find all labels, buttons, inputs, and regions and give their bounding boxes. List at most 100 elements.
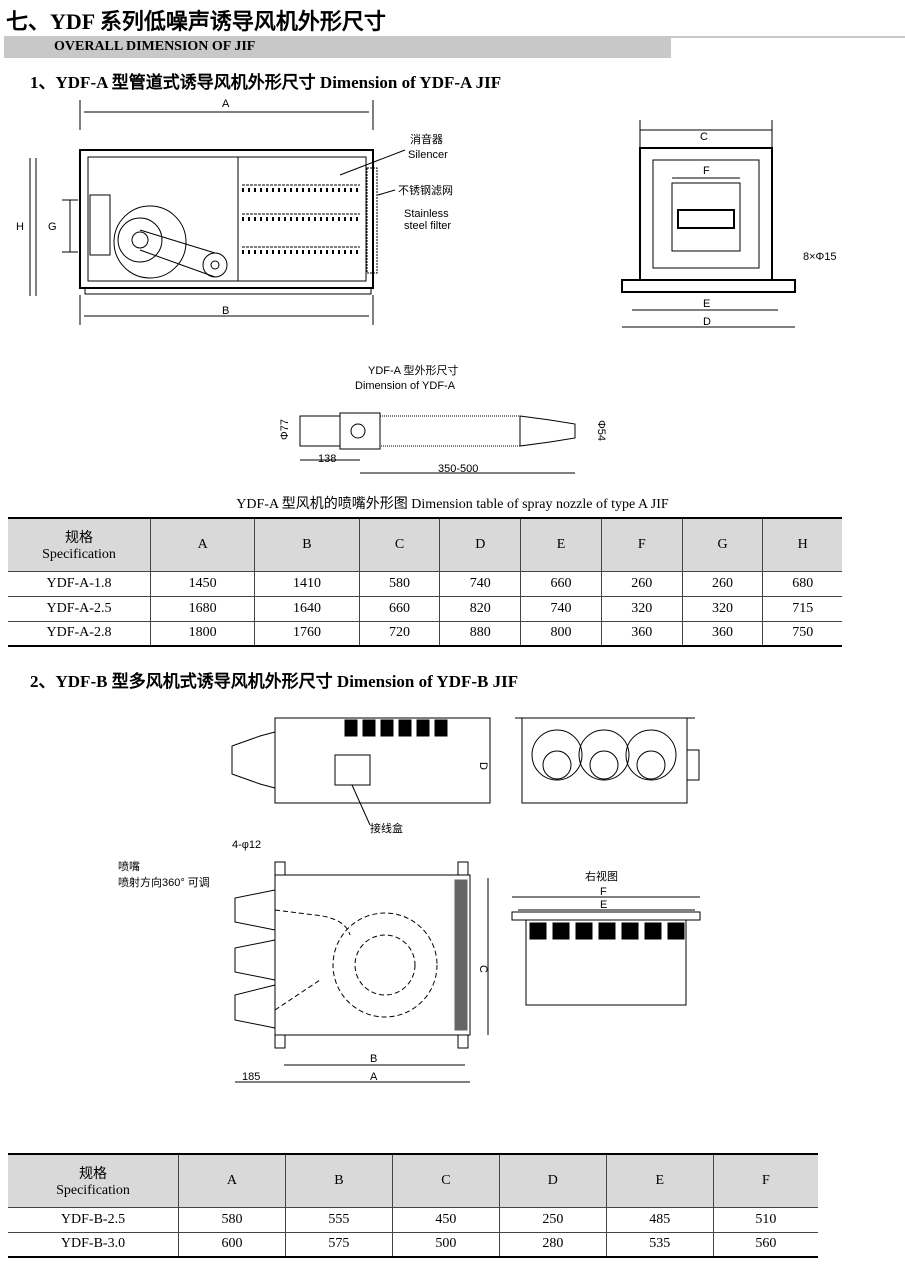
value-cell: 555: [284, 1207, 393, 1233]
holes-label-b: 4-φ12: [232, 839, 261, 851]
value-cell: 720: [358, 621, 441, 647]
dim-a: A: [222, 98, 230, 110]
dim-phi54: Φ54: [595, 420, 607, 441]
filter-label-en1: Stainless: [404, 208, 449, 220]
col-header: F: [712, 1154, 818, 1208]
value-cell: 715: [762, 596, 842, 622]
col-header: B: [254, 518, 360, 572]
col-header: C: [391, 1154, 500, 1208]
subtitle-bar: OVERALL DIMENSION OF JIF: [4, 36, 671, 58]
col-header: C: [358, 518, 441, 572]
filter-label-cn: 不锈钢滤网: [398, 184, 453, 197]
dim-g: G: [48, 221, 57, 233]
col-header: A: [149, 518, 256, 572]
nozzle-title-en: Dimension of YDF-A: [355, 380, 456, 392]
junction-box-label: 接线盒: [370, 821, 403, 835]
value-cell: 510: [712, 1207, 818, 1233]
spec-cell: YDF-A-2.5: [8, 596, 151, 622]
col-header: F: [600, 518, 683, 572]
value-cell: 580: [178, 1207, 286, 1233]
filter-label-en2: steel filter: [404, 220, 451, 232]
col-header: E: [520, 518, 602, 572]
b-dim-b: B: [370, 1053, 377, 1065]
value-cell: 1410: [254, 571, 360, 597]
silencer-label-cn: 消音器: [410, 132, 443, 146]
col-header: B: [284, 1154, 393, 1208]
spec-cell: YDF-B-2.5: [8, 1207, 179, 1233]
b-dim-f: F: [600, 886, 607, 898]
dim-138: 138: [318, 453, 336, 465]
ydf-b-drawing: D 接线盒 4-φ12 喷嘴 喷射方向360° 可调 C B A 185 右视图…: [118, 717, 701, 1083]
b-dim-a: A: [370, 1071, 378, 1083]
value-cell: 580: [358, 571, 441, 597]
dim-f: F: [703, 165, 710, 177]
divider: [671, 36, 905, 38]
ydf-a-drawing: A H G B 消音器 Silencer 不锈钢滤网 Stainless ste…: [16, 98, 837, 475]
direction-label: 喷射方向360° 可调: [118, 875, 210, 889]
spec-en: Specification: [42, 546, 116, 562]
dim-c: C: [700, 131, 708, 143]
dim-d: D: [703, 316, 711, 328]
value-cell: 740: [520, 596, 602, 622]
col-header: E: [605, 1154, 714, 1208]
value-cell: 750: [762, 621, 842, 647]
b-dim-e: E: [600, 899, 607, 911]
col-header: H: [762, 518, 842, 572]
dim-phi77: Φ77: [279, 419, 291, 440]
nozzle-caption: YDF-A 型风机的喷嘴外形图 Dimension table of spray…: [236, 497, 669, 512]
value-cell: 660: [358, 596, 441, 622]
col-header: A: [178, 1154, 286, 1208]
value-cell: 535: [605, 1232, 714, 1258]
spec-cn: 规格: [79, 1166, 107, 1182]
nozzle-label: 喷嘴: [118, 860, 140, 873]
spec-cn: 规格: [65, 530, 93, 546]
value-cell: 360: [681, 621, 764, 647]
value-cell: 280: [498, 1232, 607, 1258]
subtitle: OVERALL DIMENSION OF JIF: [54, 39, 256, 54]
col-header: G: [681, 518, 764, 572]
value-cell: 500: [391, 1232, 500, 1258]
section1-heading: 1、YDF-A 型管道式诱导风机外形尺寸 Dimension of YDF-A …: [30, 73, 502, 92]
dim-b: B: [222, 305, 229, 317]
value-cell: 1450: [149, 571, 256, 597]
value-cell: 680: [762, 571, 842, 597]
dim-h: H: [16, 221, 24, 233]
spec-cell: YDF-A-2.8: [8, 621, 151, 647]
col-header: D: [439, 518, 522, 572]
value-cell: 360: [600, 621, 683, 647]
right-view-label: 右视图: [585, 869, 618, 883]
value-cell: 560: [712, 1232, 818, 1258]
value-cell: 450: [391, 1207, 500, 1233]
value-cell: 880: [439, 621, 522, 647]
spec-cell: YDF-A-1.8: [8, 571, 151, 597]
spec-en: Specification: [56, 1182, 130, 1198]
col-header: D: [498, 1154, 607, 1208]
silencer-label-en: Silencer: [408, 149, 448, 161]
value-cell: 740: [439, 571, 522, 597]
b-dim-d: D: [477, 762, 489, 770]
nozzle-title-cn: YDF-A 型外形尺寸: [368, 363, 458, 377]
value-cell: 660: [520, 571, 602, 597]
value-cell: 485: [605, 1207, 714, 1233]
value-cell: 820: [439, 596, 522, 622]
value-cell: 1760: [254, 621, 360, 647]
value-cell: 320: [600, 596, 683, 622]
spec-cell: YDF-B-3.0: [8, 1232, 179, 1258]
value-cell: 260: [600, 571, 683, 597]
value-cell: 575: [284, 1232, 393, 1258]
dim-350-500: 350-500: [438, 463, 478, 475]
b-dim-c: C: [477, 965, 489, 973]
value-cell: 1800: [149, 621, 256, 647]
value-cell: 250: [498, 1207, 607, 1233]
